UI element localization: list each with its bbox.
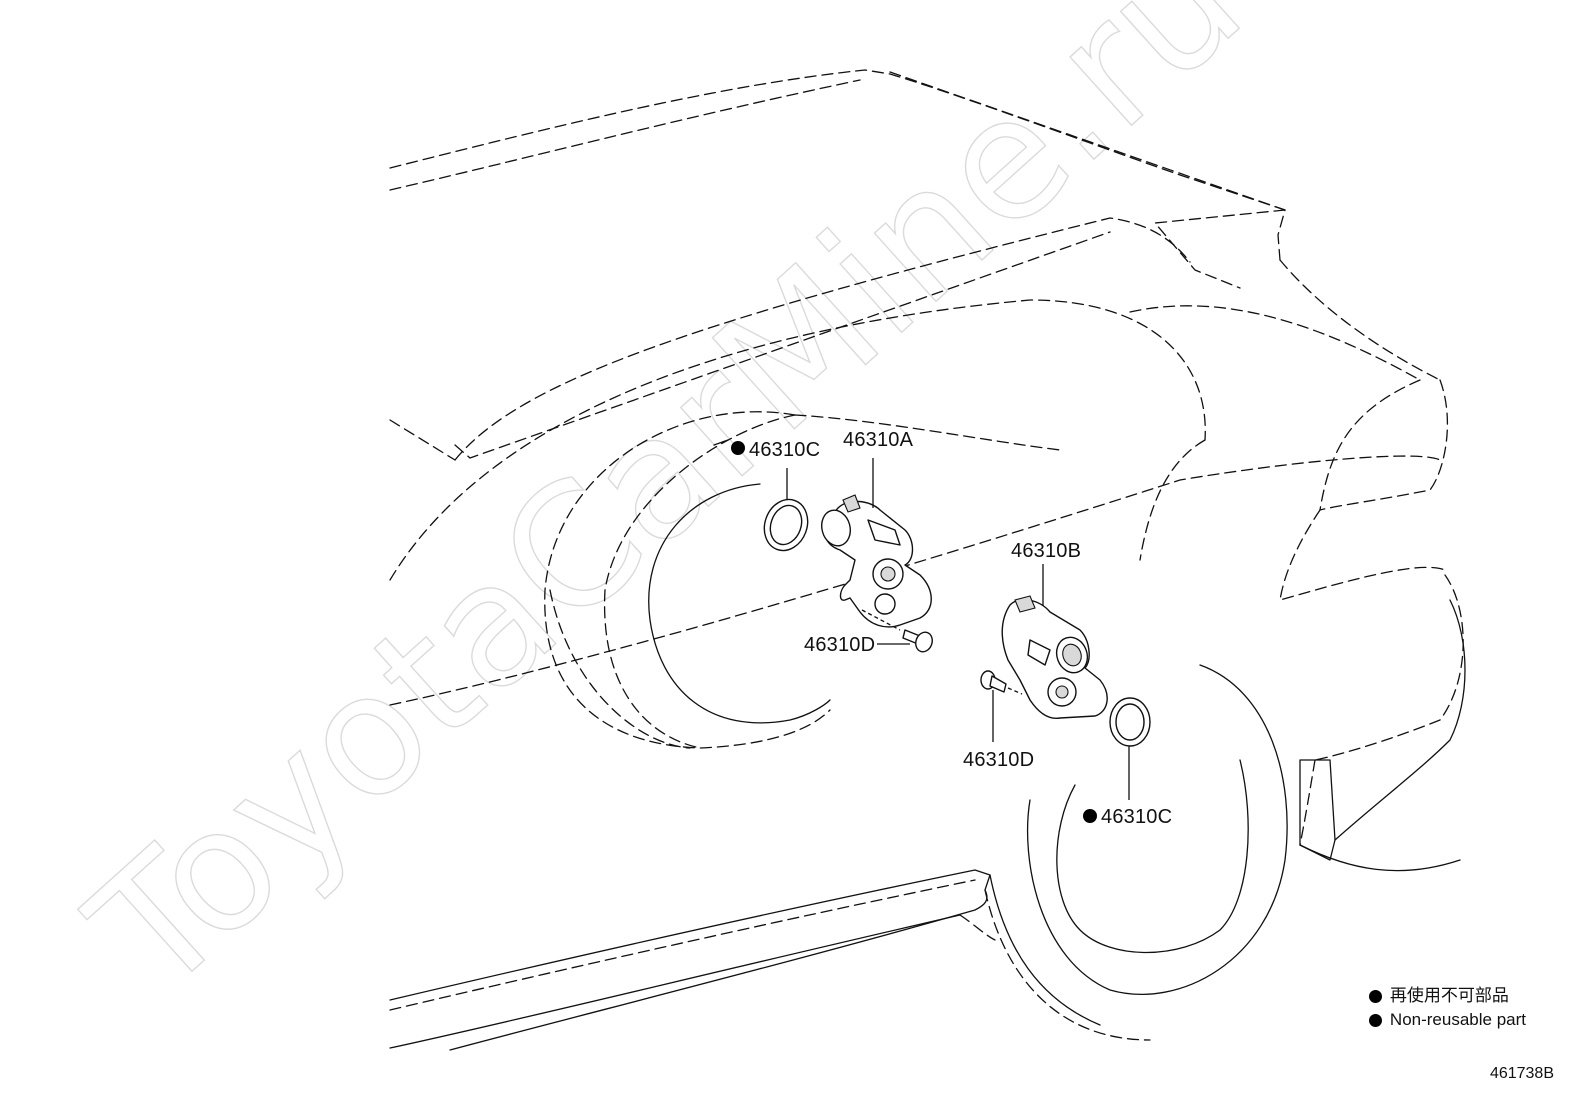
wheel-left	[544, 411, 1061, 749]
leader-lines	[786, 458, 1130, 800]
legend-english-label: Non-reusable part	[1389, 1010, 1526, 1029]
callout-46310c-upper: 46310C	[749, 439, 820, 461]
seal-ring-upper	[763, 498, 809, 552]
callout-46310b: 46310B	[1011, 540, 1081, 562]
callout-46310c-lower: 46310C	[1101, 806, 1172, 828]
legend-dot	[1368, 989, 1382, 1003]
watermark-text: ToyotaCarMine.ru	[55, 0, 1278, 1030]
callouts: 46310C 46310A 46310B 46310D 46310D 46310…	[731, 429, 1172, 828]
bolt-lower	[980, 670, 1023, 695]
legend-row-english: Non-reusable part	[1368, 1008, 1526, 1032]
callout-46310d-upper: 46310D	[804, 634, 875, 656]
legend-dot	[1368, 1013, 1382, 1027]
nonreusable-dot	[1083, 809, 1097, 823]
callout-46310a: 46310A	[843, 429, 914, 451]
callout-46310d-lower: 46310D	[963, 749, 1034, 771]
actuator-b	[1001, 595, 1108, 719]
seal-ring-lower	[1109, 697, 1151, 747]
wheel-right	[984, 439, 1288, 1041]
legend-japanese-label: 再使用不可部品	[1389, 986, 1509, 1005]
legend-row-japanese: 再使用不可部品	[1368, 984, 1526, 1008]
nonreusable-dot	[731, 441, 745, 455]
actuator-a	[820, 494, 932, 628]
illustration-code: 461738B	[1489, 1065, 1554, 1082]
bolt-upper	[861, 609, 933, 653]
vehicle-outline	[389, 69, 1464, 846]
vehicle-lower-body	[389, 599, 1466, 1051]
legend: 再使用不可部品 Non-reusable part	[1368, 984, 1526, 1032]
